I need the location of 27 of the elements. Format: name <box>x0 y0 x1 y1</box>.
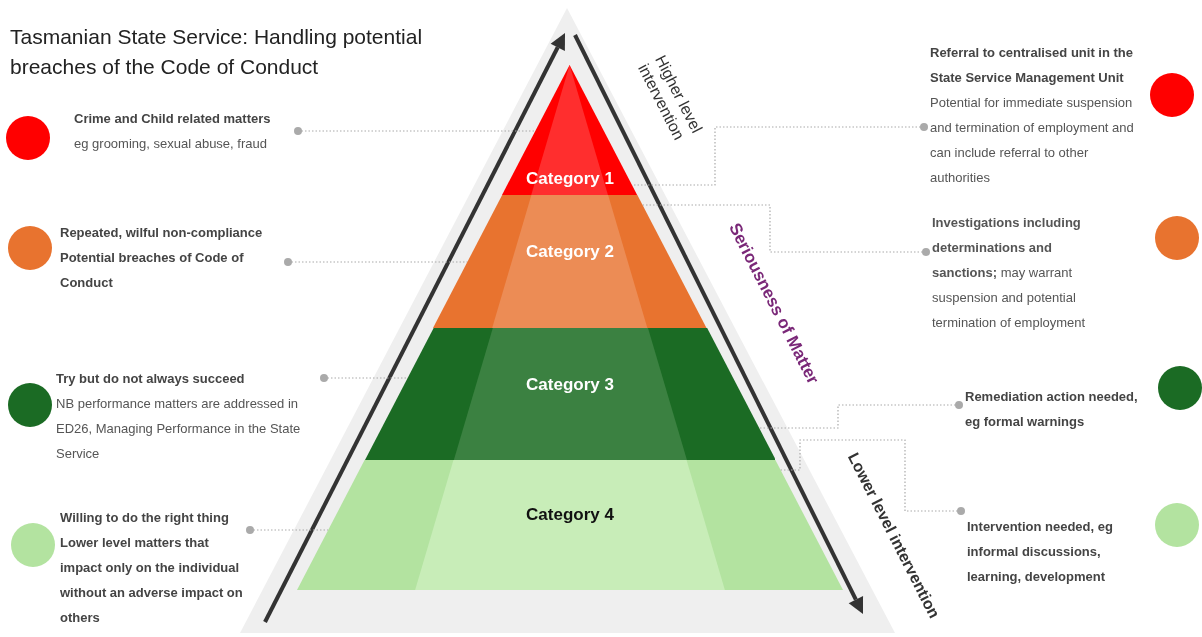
tier-label: Category 2 <box>526 242 614 262</box>
pyramid-tier <box>433 195 707 328</box>
tier-label: Category 4 <box>526 505 614 525</box>
heading-text: Try but do not always succeed <box>56 370 246 388</box>
pyramid-tier <box>502 65 638 195</box>
pyramid-tier <box>364 328 776 460</box>
description-text: NB performance matters are addressed in ED26, Managing Performance in the State Service <box>56 395 302 463</box>
heading-text: Potential breaches of Code of Conduct <box>60 249 245 292</box>
heading-text: Lower level matters that impact only on the individual without an adverse impact on others <box>60 534 244 627</box>
heading-text: Referral to centralised unit in the State Service Management Unit <box>930 44 1134 87</box>
heading-text: Remediation action needed, eg formal warnings <box>965 388 1139 431</box>
heading-text: Repeated, wilful non-compliance <box>60 224 264 242</box>
pyramid-tier <box>297 460 843 590</box>
tier-label: Category 3 <box>526 375 614 395</box>
description-text: eg grooming, sexual abuse, fraud <box>74 135 268 153</box>
heading-text: Willing to do the right thing <box>60 509 230 527</box>
leader-line <box>294 127 537 135</box>
title: Tasmanian State Service: Handling potential breaches of the Code of Conduct <box>10 24 424 80</box>
leader-line <box>758 401 963 429</box>
leader-line <box>246 526 329 534</box>
description-text: Potential for immediate suspension and termination of employment and can include referral to other authorities <box>930 94 1135 187</box>
heading-text: Intervention needed, eg informal discussions, learning, development <box>967 518 1114 586</box>
tier-label: Category 1 <box>526 169 614 189</box>
leader-line <box>320 374 408 382</box>
heading-text: Crime and Child related matters <box>74 110 272 128</box>
leader-line <box>631 123 928 186</box>
description-text: Investigations including determinations and sanctions; may warrant suspension and potential termination of employment <box>932 214 1087 332</box>
